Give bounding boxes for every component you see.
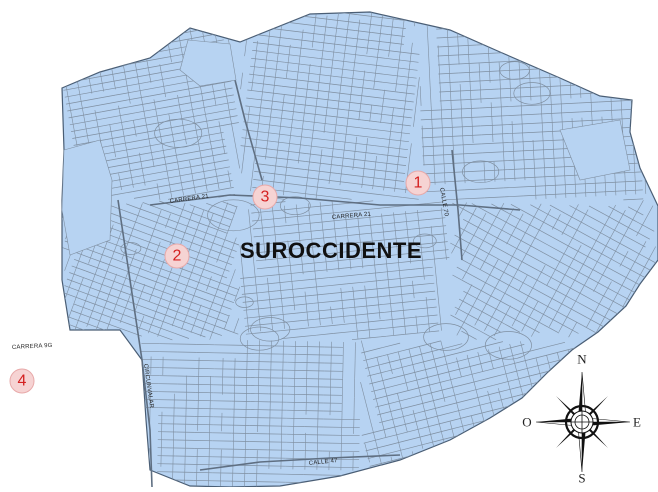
open-space-west xyxy=(62,140,112,255)
marker-label: 4 xyxy=(18,373,27,390)
compass-star-icon xyxy=(536,372,630,472)
street-label-carrera-9g: CARRERA 9G xyxy=(12,343,53,351)
compass-west-label: O xyxy=(522,415,531,430)
map-marker-1[interactable]: 1 xyxy=(406,171,430,195)
marker-label: 2 xyxy=(173,248,182,265)
marker-label: 3 xyxy=(261,189,270,206)
compass-north-label: N xyxy=(577,352,587,367)
district-label: SUROCCIDENTE xyxy=(240,238,422,263)
compass-east-label: E xyxy=(633,415,641,430)
compass-south-label: S xyxy=(578,471,585,486)
map-marker-3[interactable]: 3 xyxy=(253,185,277,209)
marker-label: 1 xyxy=(414,175,423,192)
map-marker-2[interactable]: 2 xyxy=(165,244,189,268)
map-marker-4[interactable]: 4 xyxy=(10,369,34,393)
